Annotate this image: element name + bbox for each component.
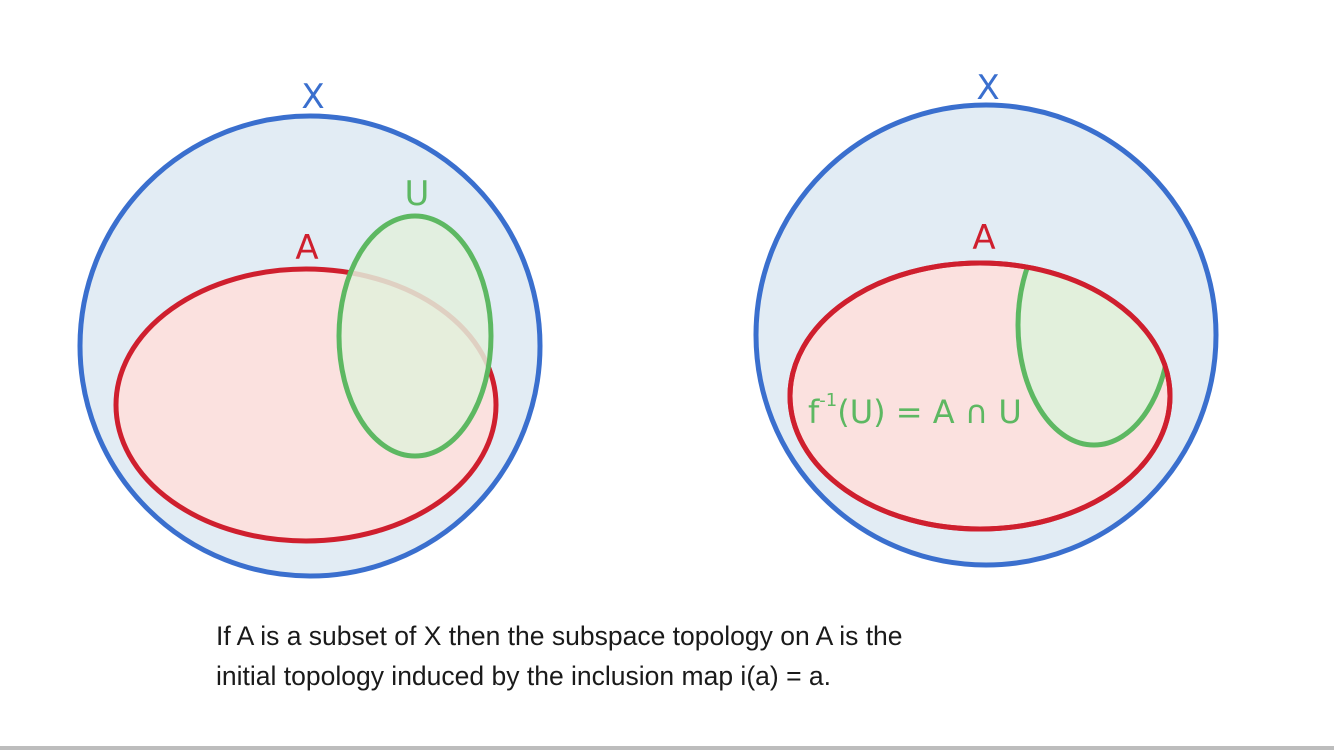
a-label-right: A bbox=[972, 218, 995, 258]
x-label-right: X bbox=[976, 68, 999, 108]
caption-line-1: If A is a subset of X then the subspace … bbox=[216, 621, 903, 651]
preimage-equation: f-1(U) = A ∩ U bbox=[808, 390, 1022, 431]
right-diagram: X A f-1(U) = A ∩ U bbox=[753, 68, 1219, 568]
caption-line-2: initial topology induced by the inclusio… bbox=[216, 661, 832, 691]
preimage-rest: (U) = A ∩ U bbox=[837, 393, 1022, 431]
u-label-left: U bbox=[405, 174, 430, 214]
preimage-superscript: -1 bbox=[819, 390, 837, 411]
bottom-divider bbox=[0, 746, 1334, 750]
preimage-f: f bbox=[808, 393, 820, 431]
set-a-border-right bbox=[787, 260, 1173, 532]
set-u-ellipse-left bbox=[336, 213, 494, 459]
x-label-left: X bbox=[301, 77, 324, 117]
caption: If A is a subset of X then the subspace … bbox=[216, 616, 903, 696]
a-label-left: A bbox=[295, 228, 318, 268]
left-diagram: X A U bbox=[77, 77, 543, 579]
